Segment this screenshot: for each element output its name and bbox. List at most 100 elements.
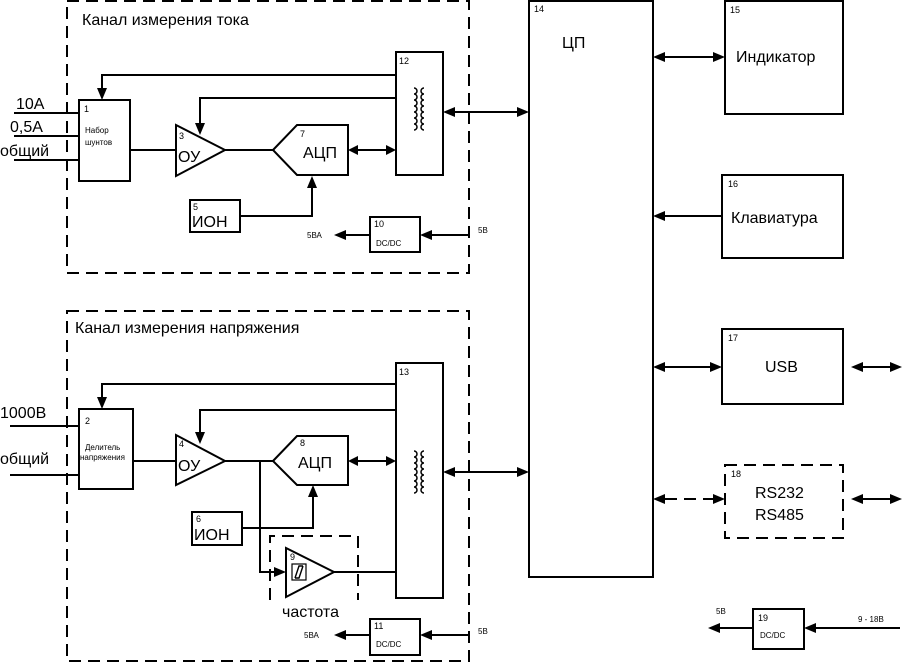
block-10-number: 10 [374, 219, 384, 229]
input-common-voltage-label: общий [0, 451, 49, 468]
power-out-11-label: 5ВА [304, 631, 320, 640]
arrowhead-18-ext-left [851, 494, 863, 504]
block-18-number: 18 [731, 469, 741, 479]
arrowhead-to-9 [274, 567, 286, 577]
block-17-number: 17 [728, 333, 738, 343]
block-4-opamp [175, 433, 228, 487]
voltage-channel-title: Канал измерения напряжения [75, 320, 299, 337]
block-16-number: 16 [728, 179, 738, 189]
wire-5-to-7 [240, 186, 313, 217]
block-2-label-line1: Делитель [85, 443, 120, 452]
arrowhead-13-to-2 [97, 397, 107, 409]
arrowhead-5-to-7 [307, 176, 317, 188]
block-11-number: 11 [374, 621, 383, 631]
block-2-number: 2 [85, 416, 90, 426]
block-10-label: DC/DC [376, 239, 402, 248]
block-12-isolator [395, 51, 444, 176]
arrowhead-10-out [334, 230, 346, 240]
input-05a-label: 0,5A [10, 119, 43, 136]
block-9-number: 9 [290, 552, 295, 562]
transformer-icon-12 [413, 87, 425, 131]
block-12-number: 12 [399, 56, 409, 66]
arrowhead-13-left [386, 456, 396, 466]
power-out-19-label: 5В [716, 607, 726, 616]
wire-12-to-3 [199, 97, 396, 125]
block-4-label: ОУ [178, 458, 201, 475]
block-19-label: DC/DC [760, 631, 786, 640]
input-10a-label: 10A [16, 96, 45, 113]
block-11-dcdc [369, 618, 421, 656]
block-2-divider [78, 408, 134, 490]
block-9-caption: частота [282, 604, 339, 621]
block-1-label-line1: Набор [85, 126, 109, 135]
arrowhead-11-out [334, 630, 346, 640]
block-19-dcdc [752, 608, 805, 650]
wire-13-to-2 [101, 383, 396, 399]
transformer-icon-13 [413, 450, 425, 494]
wire-12-to-1 [101, 74, 396, 90]
arrowhead-7-left [348, 145, 358, 155]
arrowhead-12-to-3 [195, 123, 205, 135]
arrowhead-18-ext-right [890, 494, 902, 504]
block-1-label-line2: шунтов [85, 138, 112, 147]
block-5-number: 5 [193, 202, 198, 212]
block-5-ion [189, 199, 241, 233]
arrowhead-cpu-right-17 [653, 362, 665, 372]
power-in-19-label: 9 - 18В [858, 615, 884, 624]
block-14-number: 14 [534, 4, 544, 14]
block-3-opamp [175, 123, 228, 178]
input-common-current-label: общий [0, 143, 49, 160]
voltage-channel-frame [66, 310, 470, 662]
block-13-number: 13 [399, 367, 409, 377]
arrowhead-12-right [443, 107, 455, 117]
arrowhead-12-left [386, 145, 396, 155]
block-15-number: 15 [730, 5, 740, 15]
block-18-serial [724, 464, 844, 539]
wire-4-to-9 [259, 461, 276, 573]
block-2-label-line2: напряжения [80, 453, 125, 462]
block-19-number: 19 [758, 613, 768, 623]
block-1-shunts [78, 99, 131, 182]
block-17-usb [721, 328, 844, 405]
arrowhead-cpu-16 [653, 211, 665, 221]
arrowhead-17-left [710, 362, 722, 372]
input-1000v-label: 1000В [0, 405, 46, 422]
block-15-label: Индикатор [736, 49, 816, 66]
arrowhead-6-to-8 [308, 485, 318, 497]
block-10-dcdc [369, 216, 421, 253]
arrowhead-18-left [713, 494, 725, 504]
block-15-indicator [724, 0, 844, 115]
block-6-label: ИОН [194, 527, 230, 544]
current-channel-frame [66, 0, 470, 274]
block-18-label-line1: RS232 [755, 485, 804, 502]
arrowhead-cpu-right-18 [653, 494, 665, 504]
block-7-label: АЦП [303, 145, 337, 162]
current-channel-title: Канал измерения тока [82, 12, 249, 29]
block-3-number: 3 [179, 131, 184, 141]
block-16-keyboard [721, 174, 844, 259]
arrowhead-15-left [713, 52, 725, 62]
arrowhead-19-in [804, 623, 816, 633]
block-14-label: ЦП [562, 35, 585, 52]
block-8-number: 8 [300, 438, 305, 448]
block-18-label-line2: RS485 [755, 507, 804, 524]
block-8-label: АЦП [298, 455, 332, 472]
power-in-10-label: 5В [478, 226, 488, 235]
arrowhead-cpu-right-15 [653, 52, 665, 62]
block-4-number: 4 [179, 439, 184, 449]
arrowhead-17-ext-right [890, 362, 902, 372]
block-16-label: Клавиатура [731, 210, 818, 227]
wire-13-to-4 [199, 409, 396, 434]
block-3-label: ОУ [178, 149, 201, 166]
block-5-label: ИОН [192, 214, 228, 231]
schmitt-trigger-icon [291, 563, 307, 581]
arrowhead-cpu-left-13 [517, 467, 529, 477]
arrowhead-17-ext-left [851, 362, 863, 372]
wire-6-to-8 [242, 496, 314, 529]
arrowhead-10-in [420, 230, 432, 240]
arrowhead-19-out [708, 623, 720, 633]
block-14-cpu [528, 0, 654, 578]
arrowhead-cpu-left-12 [517, 107, 529, 117]
power-in-11-label: 5В [478, 627, 488, 636]
